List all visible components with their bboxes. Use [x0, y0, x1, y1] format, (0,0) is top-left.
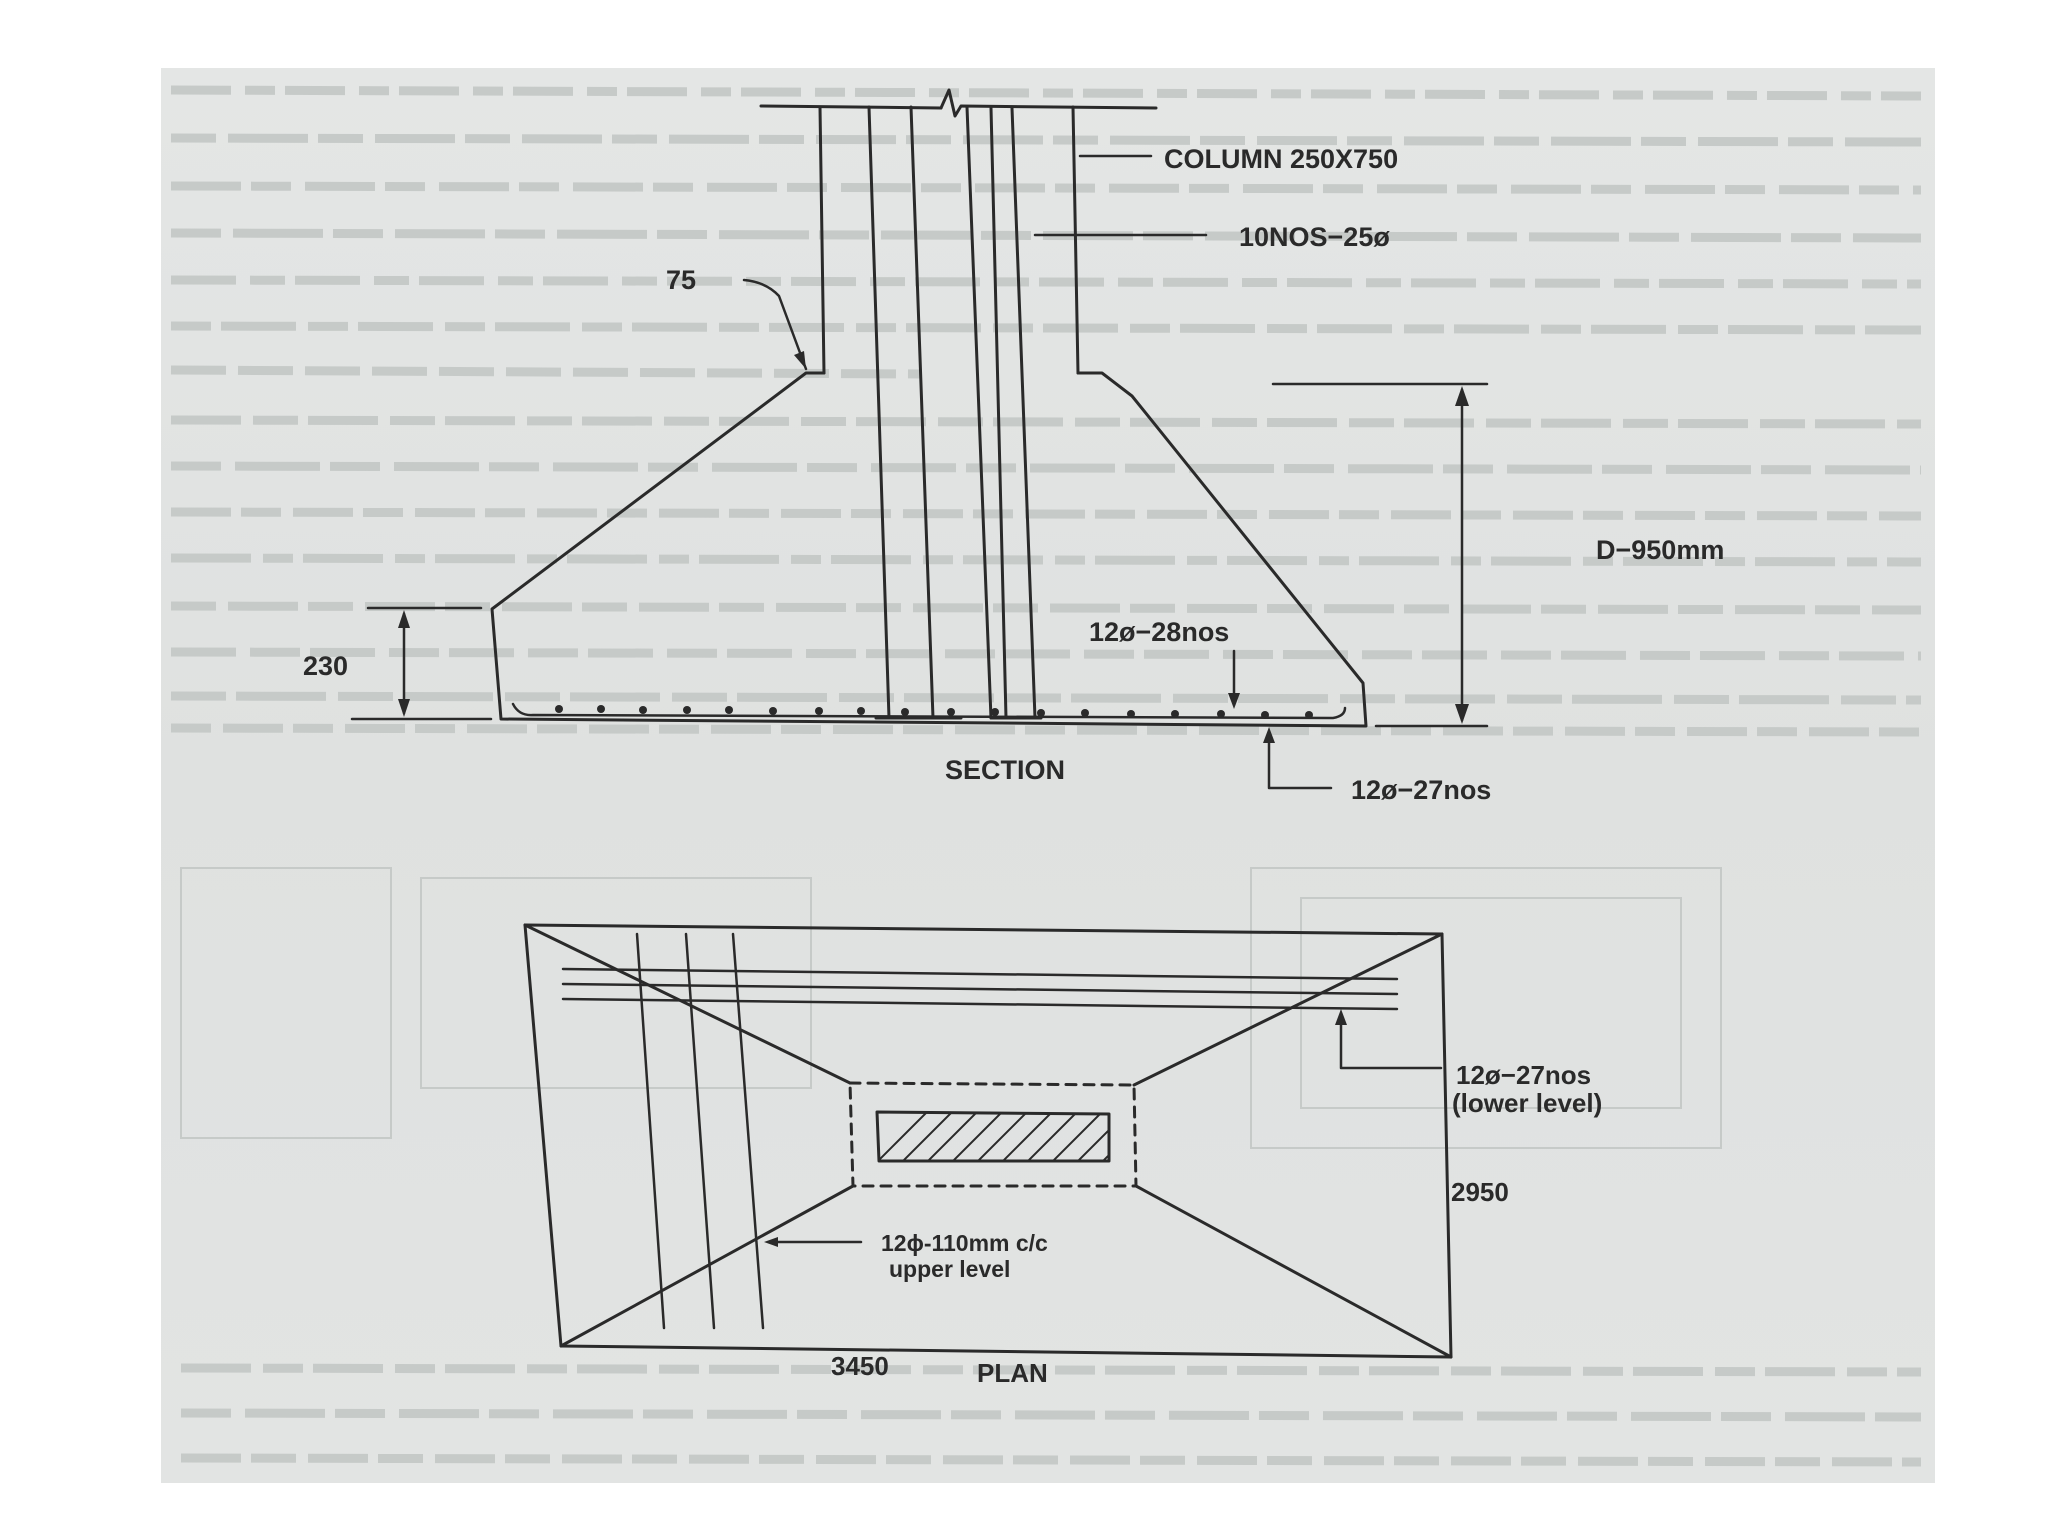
upper-level-bar — [635, 932, 666, 1330]
upper-level-label: upper level — [889, 1256, 1010, 1282]
upper-level-bar — [731, 932, 765, 1330]
section-view: COLUMN 250X750 10NOS−25ø 75 D−950mm 230 … — [303, 88, 1724, 805]
lower-bars-arrow — [1335, 1009, 1347, 1025]
bar-dots — [555, 705, 1313, 719]
column-bar — [909, 105, 935, 720]
lower-level-label: (lower level) — [1452, 1088, 1602, 1118]
edge-arrow-bottom — [398, 699, 410, 717]
depth-arrow-top — [1455, 386, 1469, 406]
cover-arrow — [794, 351, 806, 369]
column-label: COLUMN 250X750 — [1164, 144, 1398, 174]
background-ghost-text — [170, 85, 1922, 1467]
slope-line — [1134, 1184, 1453, 1359]
bottom-bars-label: 12ø−27nos — [1351, 775, 1491, 805]
plan-view: 12ø−27nos (lower level) 2950 12ϕ-110mm c… — [523, 923, 1602, 1388]
footing-outline — [490, 371, 1368, 728]
column-right-face — [1071, 105, 1080, 375]
edge-depth-label: 230 — [303, 651, 348, 681]
slope-line — [523, 923, 852, 1085]
bottom-bar — [511, 702, 1347, 720]
column-bar — [965, 105, 993, 720]
plan-title: PLAN — [977, 1358, 1048, 1388]
break-symbol — [939, 88, 1158, 118]
upper-bars-label: 12ϕ-110mm c/c — [881, 1230, 1048, 1256]
length-label: 3450 — [831, 1351, 889, 1381]
lower-level-bar — [561, 997, 1399, 1011]
depth-label: D−950mm — [1596, 535, 1724, 565]
depth-arrow-bottom — [1455, 704, 1469, 724]
lower-level-bar — [561, 982, 1399, 996]
column-bars-label: 10NOS−25ø — [1239, 222, 1390, 252]
cover-label: 75 — [666, 265, 696, 295]
width-label: 2950 — [1451, 1177, 1509, 1207]
section-title: SECTION — [945, 755, 1065, 785]
column-hatch — [877, 1112, 1109, 1161]
bottom-bars-leader — [1267, 730, 1333, 790]
column-left-face — [818, 105, 826, 375]
lower-level-bar — [561, 967, 1399, 981]
column-top-cut-line — [759, 104, 943, 110]
slope-line — [1132, 932, 1444, 1087]
lower-bars-leader — [1339, 1012, 1443, 1070]
footing-drawing: COLUMN 250X750 10NOS−25ø 75 D−950mm 230 … — [170, 85, 1922, 1467]
bottom-bars-arrow — [1263, 727, 1275, 743]
drawing-sheet: COLUMN 250X750 10NOS−25ø 75 D−950mm 230 … — [161, 68, 1935, 1483]
slope-line — [559, 1184, 855, 1348]
cover-leader — [742, 278, 808, 371]
column-bar — [867, 105, 891, 720]
column-bar — [989, 106, 1008, 720]
upper-level-bar — [684, 932, 716, 1330]
column-bar — [1010, 106, 1037, 720]
column-hatch-box — [875, 1110, 1111, 1163]
upper-bars-arrow — [764, 1237, 778, 1247]
edge-arrow-top — [398, 610, 410, 628]
lower-bars-label: 12ø−27nos — [1456, 1060, 1591, 1090]
top-bars-label: 12ø−28nos — [1089, 617, 1229, 647]
pedestal-outline — [848, 1081, 1138, 1188]
top-bars-arrow — [1228, 693, 1240, 709]
